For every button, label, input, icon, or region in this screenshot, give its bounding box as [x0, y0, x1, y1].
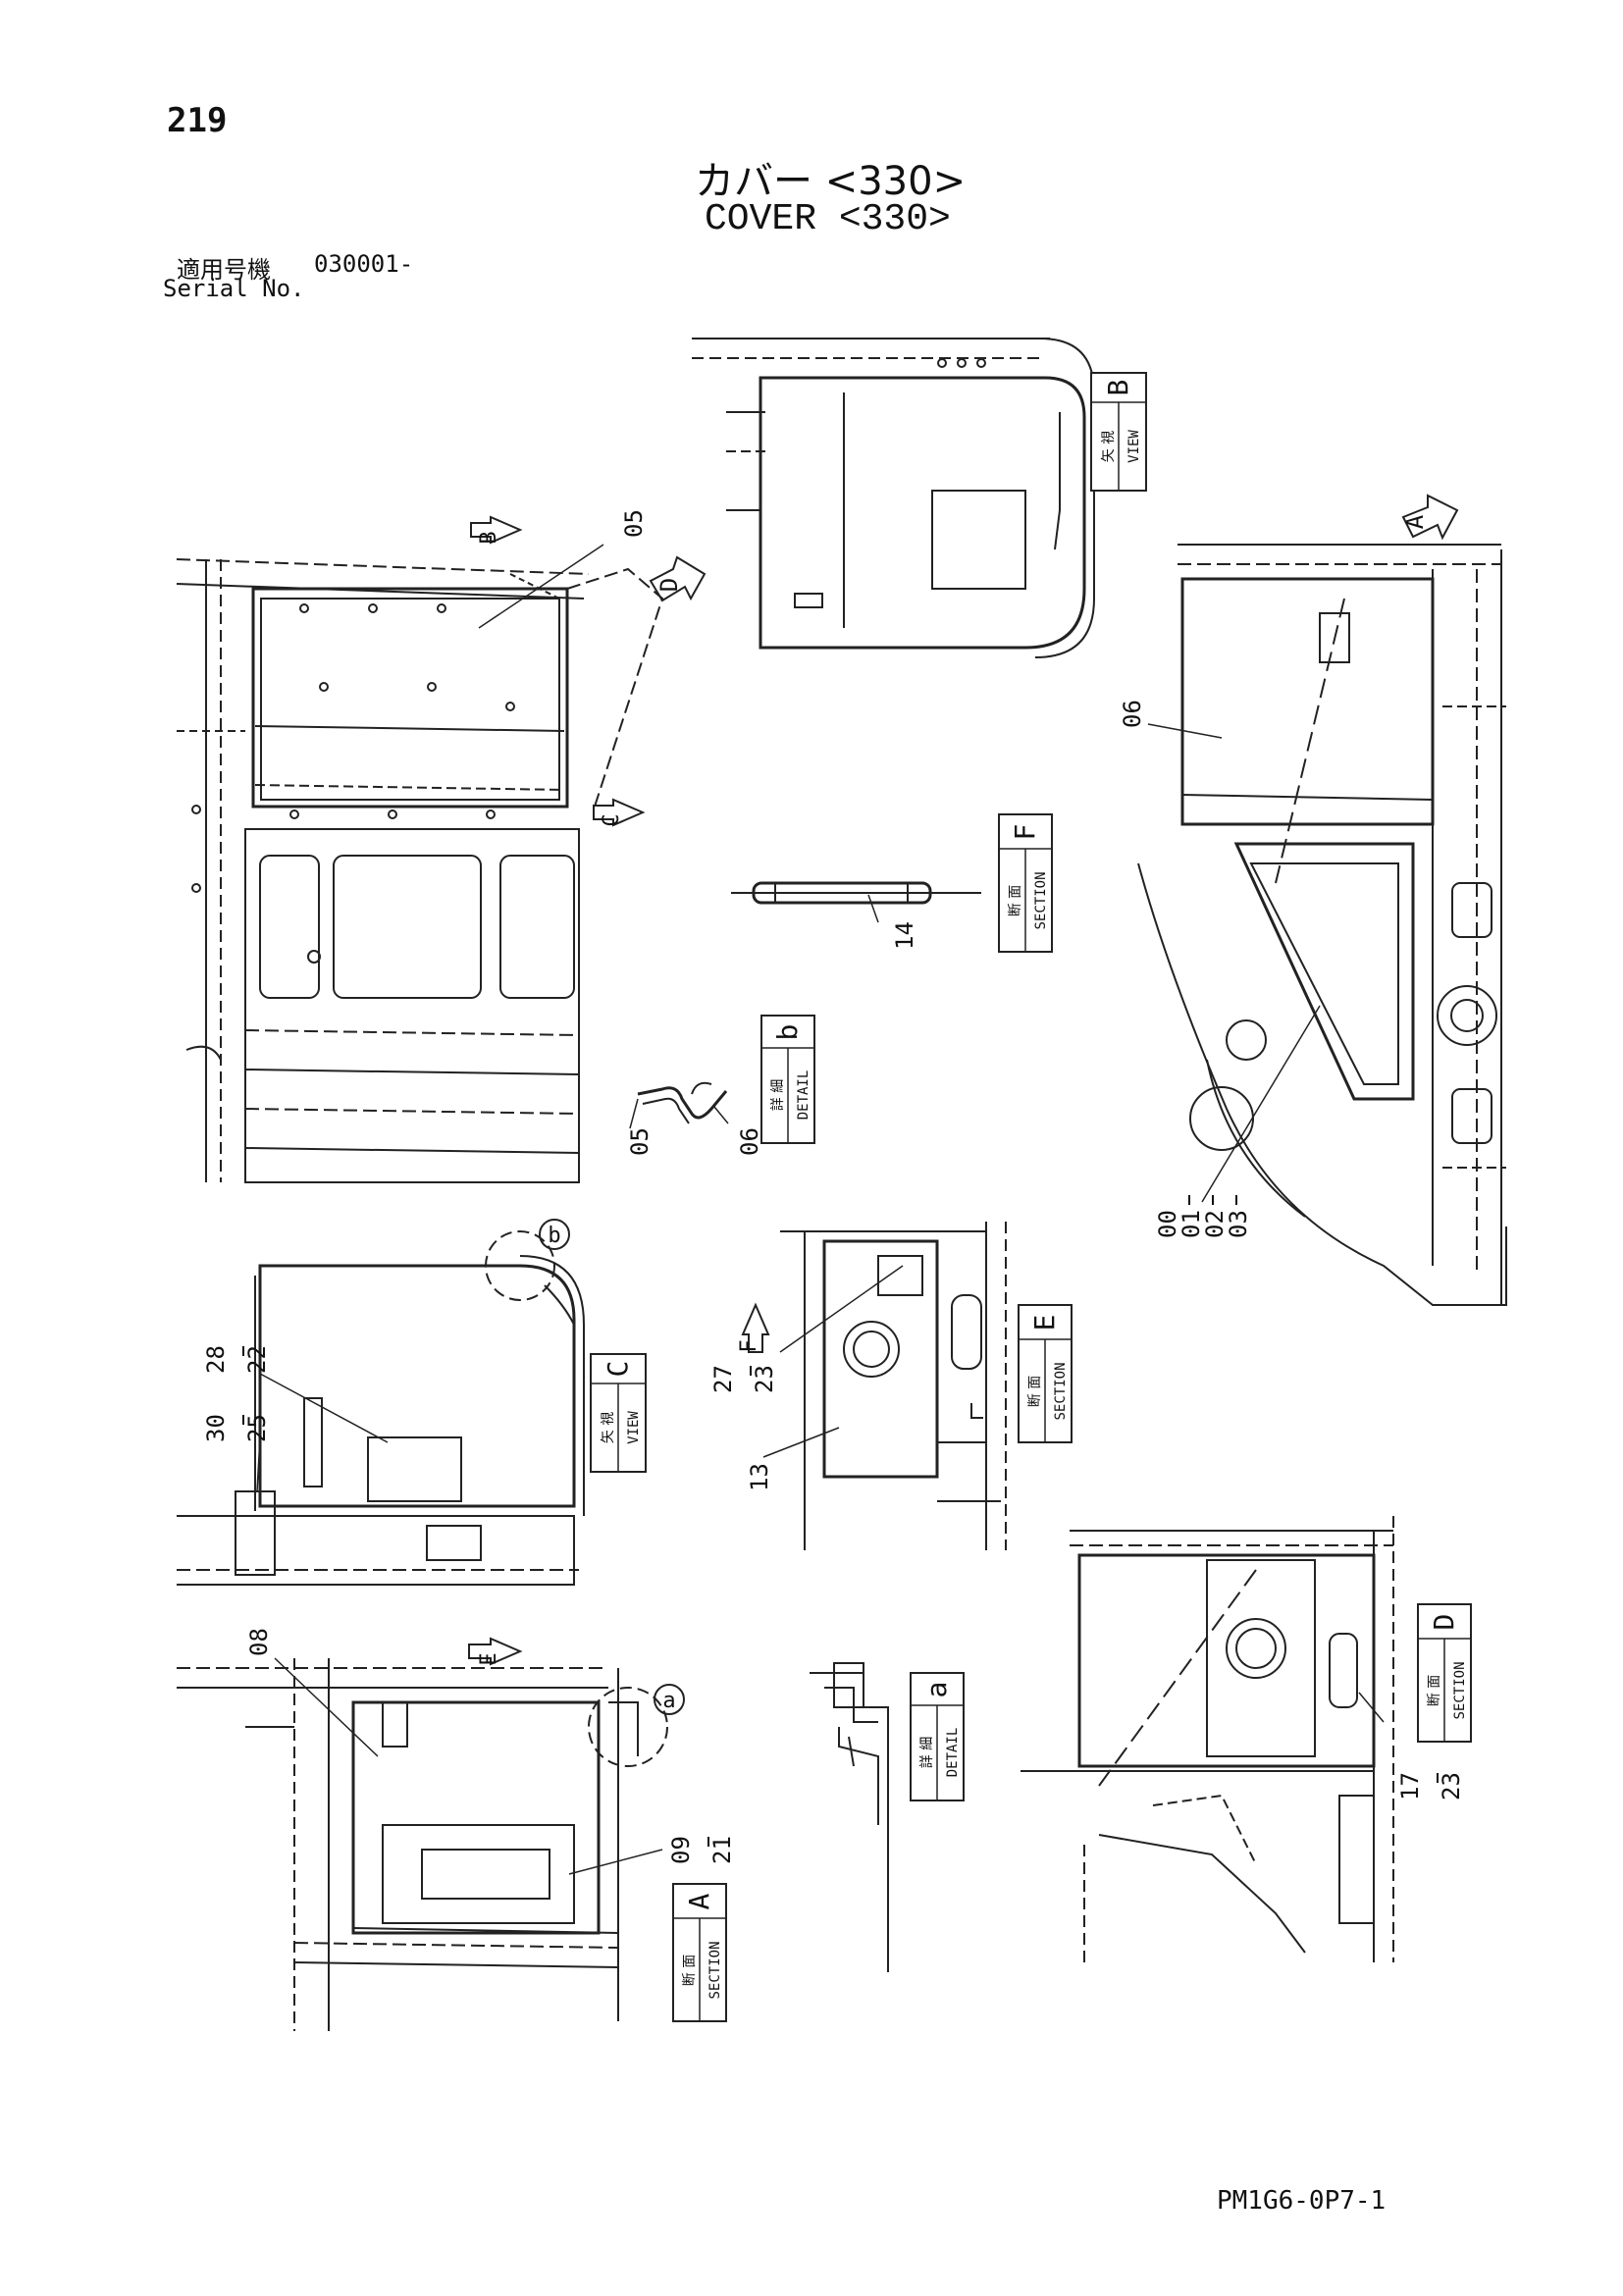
page-number: 219 — [167, 101, 228, 140]
label-detail-a-en: DETAIL — [945, 1728, 961, 1778]
label-section-e-ja: 断 面 — [1027, 1376, 1043, 1407]
callout-30: 30 — [202, 1414, 230, 1442]
callout-13: 13 — [746, 1463, 773, 1491]
serial-label-japanese: 適用号機 — [177, 256, 271, 284]
label-view-c: 矢 視 VIEW C — [590, 1353, 647, 1473]
section-f-drawing — [731, 881, 981, 905]
callout-28: 28 — [202, 1345, 230, 1374]
section-d-drawing — [1021, 1516, 1394, 1962]
label-detail-b-letter: b — [771, 1024, 804, 1041]
callout-08: 08 — [245, 1628, 273, 1656]
label-section-f-en: SECTION — [1033, 871, 1049, 929]
label-view-b-ja: 矢 視 — [1101, 431, 1117, 462]
callout-17: 17 — [1396, 1772, 1424, 1800]
callout-14: 14 — [891, 921, 918, 950]
callout-02: 02 — [1201, 1210, 1229, 1238]
label-section-f: 断 面 SECTION F — [998, 813, 1053, 953]
serial-number-value: 030001- — [314, 250, 414, 278]
label-section-d: 断 面 SECTION D — [1417, 1603, 1472, 1743]
drawing-code: PM1G6-0P7-1 — [1217, 2186, 1387, 2216]
label-section-d-en: SECTION — [1452, 1661, 1468, 1719]
detail-a-drawing — [810, 1662, 889, 1972]
label-view-b: 矢 視 VIEW B — [1090, 372, 1147, 492]
callout-09: 09 — [667, 1836, 695, 1864]
callout-01: 01 — [1178, 1210, 1205, 1238]
label-view-c-letter: C — [602, 1361, 634, 1378]
label-section-a: 断 面 SECTION A — [672, 1883, 727, 2022]
view-c-drawing — [177, 1230, 585, 1586]
callout-05-top: 05 — [620, 509, 648, 538]
page-title-english: COVER <330> — [705, 198, 951, 240]
callout-06-right: 06 — [1119, 700, 1146, 728]
label-view-c-en: VIEW — [626, 1411, 642, 1444]
label-detail-b: 詳 細 DETAIL b — [760, 1015, 815, 1144]
view-b-drawing — [692, 338, 1095, 658]
label-section-e: 断 面 SECTION E — [1018, 1304, 1073, 1443]
page-title-japanese: カバー <330> — [695, 159, 967, 204]
label-section-d-letter: D — [1428, 1614, 1460, 1631]
label-section-a-letter: A — [683, 1893, 715, 1909]
section-e-drawing — [780, 1222, 1007, 1550]
arrow-label-b: B — [477, 531, 501, 544]
label-section-f-letter: F — [1009, 824, 1041, 841]
label-section-a-en: SECTION — [707, 1941, 723, 1999]
callout-00: 00 — [1154, 1210, 1181, 1238]
label-view-c-ja: 矢 視 — [601, 1412, 616, 1443]
main-cab-view — [176, 558, 664, 1183]
serial-label-english: Serial No. — [163, 275, 305, 302]
label-view-b-letter: B — [1102, 380, 1134, 396]
detail-circle-b: b — [548, 1224, 560, 1248]
callout-23-e: 23 — [751, 1365, 778, 1393]
callout-23-d: 23 — [1438, 1772, 1465, 1800]
label-section-a-ja: 断 面 — [682, 1955, 698, 1986]
leader-lines — [256, 544, 1385, 1875]
callout-06-detail: 06 — [736, 1127, 763, 1156]
label-section-d-ja: 断 面 — [1427, 1675, 1442, 1706]
arrow-label-c: C — [600, 813, 624, 826]
callout-21: 21 — [708, 1836, 736, 1864]
detail-b-drawing — [637, 1081, 728, 1124]
arrow-label-a: A — [1401, 514, 1429, 529]
callout-05-detail: 05 — [626, 1127, 654, 1156]
callout-25: 25 — [243, 1414, 271, 1442]
view-arrows — [468, 494, 1459, 1666]
arrow-label-d: D — [655, 578, 683, 592]
callout-22: 22 — [243, 1345, 271, 1374]
label-section-f-ja: 断 面 — [1008, 885, 1023, 916]
callout-27: 27 — [709, 1365, 737, 1393]
arrow-label-f: F — [737, 1339, 761, 1352]
section-a-drawing — [177, 1658, 668, 2031]
label-detail-a: 詳 細 DETAIL a — [910, 1672, 965, 1801]
label-section-e-letter: E — [1028, 1315, 1061, 1331]
label-detail-a-letter: a — [920, 1682, 953, 1698]
right-side-view — [1137, 544, 1507, 1306]
detail-circle-a: a — [662, 1689, 675, 1713]
label-view-b-en: VIEW — [1126, 430, 1142, 463]
label-section-e-en: SECTION — [1053, 1362, 1069, 1420]
arrow-label-e: E — [477, 1652, 501, 1665]
label-detail-b-en: DETAIL — [796, 1070, 812, 1121]
callout-03: 03 — [1225, 1210, 1252, 1238]
label-detail-b-ja: 詳 細 — [770, 1079, 786, 1111]
label-detail-a-ja: 詳 細 — [919, 1737, 935, 1768]
